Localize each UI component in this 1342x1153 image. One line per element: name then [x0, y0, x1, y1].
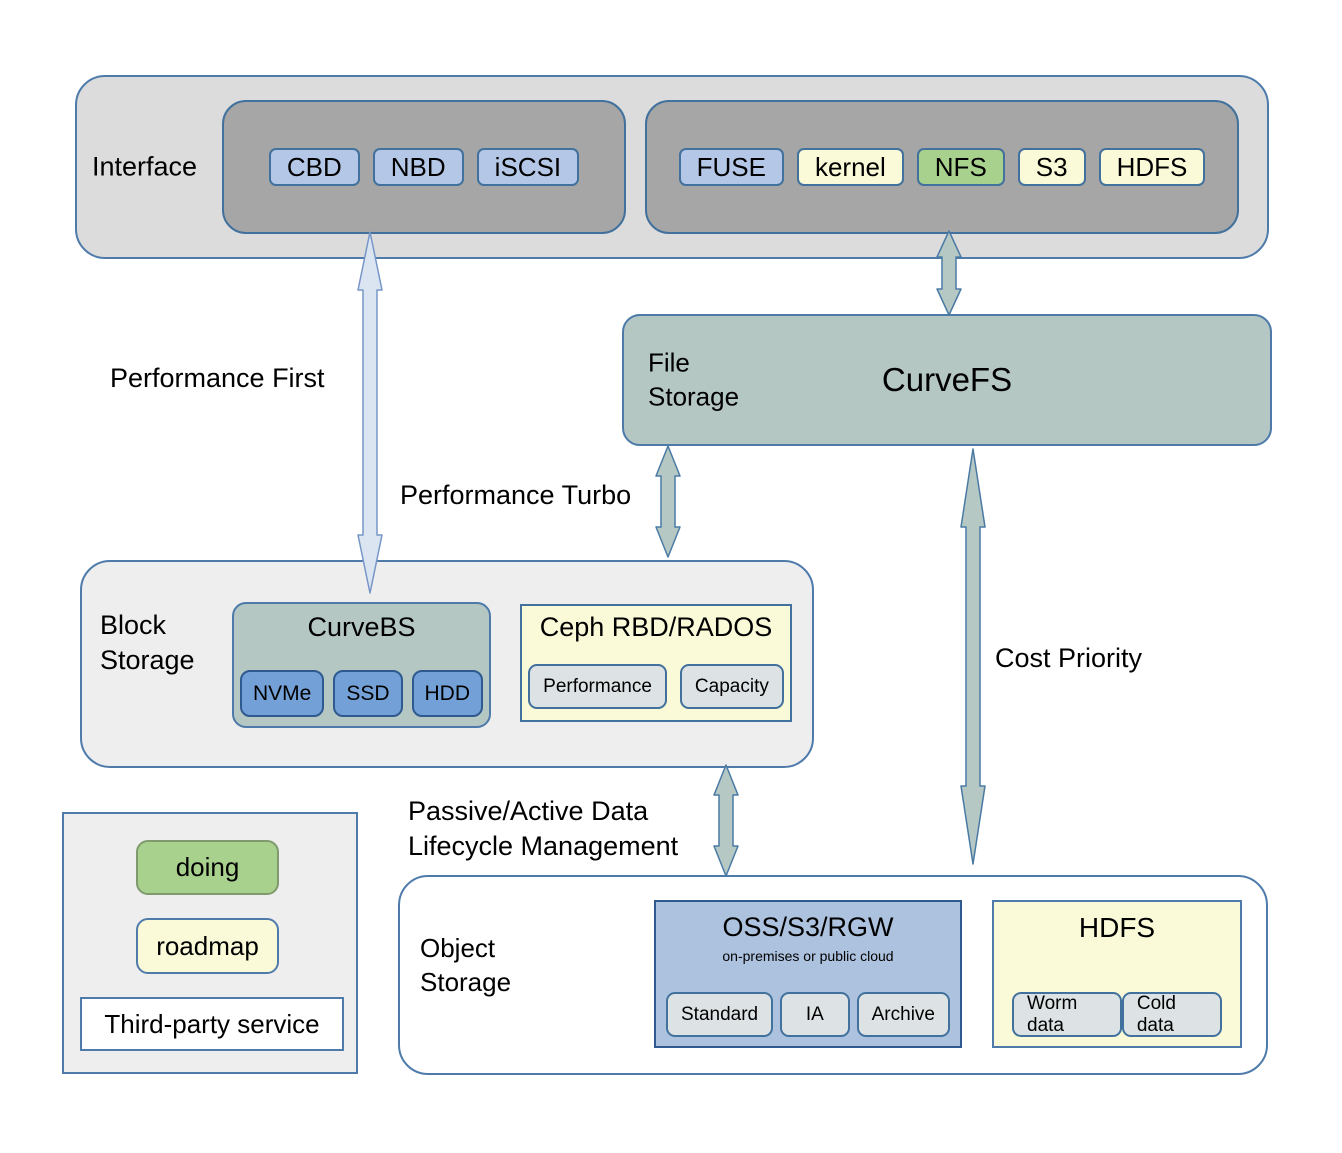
disk-node-ssd: SSD [333, 670, 403, 717]
interface-label: Interface [92, 151, 198, 182]
file-storage-label-line2: Storage [648, 382, 740, 412]
interface-node-iscsi: iSCSI [476, 148, 580, 186]
interface-node-nbd: NBD [372, 148, 464, 186]
ceph-chip-performance: Performance [528, 664, 667, 709]
block-storage-section: Block Storage CurveBS NVMe SSD HDD Ceph … [80, 560, 814, 768]
ceph-chip-row: Performance Capacity [522, 664, 790, 709]
oss-title: OSS/S3/RGW [722, 912, 894, 942]
performance-first-arrow [357, 231, 383, 594]
object-storage-label-line1: Object [420, 933, 496, 963]
curvefs-node: File Storage CurveFS [622, 314, 1272, 446]
hdfs-chip-worm-data: Worm data [1012, 992, 1122, 1037]
ceph-node: Ceph RBD/RADOS Performance Capacity [520, 604, 792, 722]
oss-node: OSS/S3/RGW on-premises or public cloud S… [654, 900, 962, 1048]
legend-third-party: Third-party service [80, 997, 344, 1051]
performance-first-label: Performance First [110, 363, 325, 393]
interface-node-kernel: kernel [796, 148, 904, 186]
interface-node-s3: S3 [1017, 148, 1086, 186]
disk-node-nvme: NVMe [239, 670, 325, 717]
interface-node-fuse: FUSE [678, 148, 784, 186]
performance-turbo-label: Performance Turbo [400, 480, 632, 510]
performance-turbo-arrow [655, 445, 681, 558]
legend-roadmap: roadmap [136, 918, 279, 974]
block-interface-group: CBD NBD iSCSI [222, 100, 626, 234]
hdfs-title: HDFS [1078, 912, 1156, 943]
block-storage-label-line1: Block [100, 610, 167, 640]
object-storage-label-line2: Storage [420, 966, 512, 997]
curvebs-title: CurveBS [307, 612, 416, 642]
oss-chip-standard: Standard [666, 992, 774, 1037]
curvebs-node: CurveBS NVMe SSD HDD [232, 602, 491, 728]
interface-node-hdfs: HDFS [1098, 148, 1206, 186]
legend: doing roadmap Third-party service [62, 812, 358, 1074]
hdfs-chip-cold-data: Cold data [1121, 992, 1222, 1037]
object-storage-section: Object Storage OSS/S3/RGW on-premises or… [398, 875, 1268, 1075]
curvebs-disk-row: NVMe SSD HDD [234, 670, 489, 717]
file-storage-label: File Storage [648, 346, 739, 415]
hdfs-chip-row: Worm data Cold data [1012, 992, 1222, 1037]
legend-doing: doing [136, 840, 279, 895]
oss-chip-row: Standard IA Archive [666, 992, 950, 1037]
interface-section: Interface CBD NBD iSCSI FUSE kernel NFS … [75, 75, 1269, 259]
object-storage-label: Object Storage [420, 932, 511, 1000]
block-storage-label-line2: Storage [100, 645, 195, 676]
hdfs-node: HDFS Worm data Cold data [992, 900, 1242, 1048]
file-storage-label-line1: File [648, 347, 690, 378]
disk-node-hdd: HDD [411, 670, 484, 717]
oss-chip-archive: Archive [856, 992, 950, 1037]
block-storage-label: Block Storage [100, 608, 195, 678]
cost-priority-label: Cost Priority [995, 643, 1143, 673]
lifecycle-label-line1: Passive/Active Data [408, 796, 649, 826]
interface-node-nfs: NFS [916, 148, 1005, 186]
ceph-chip-capacity: Capacity [679, 664, 784, 709]
lifecycle-label-line2: Lifecycle Management [408, 830, 679, 861]
file-interface-group: FUSE kernel NFS S3 HDFS [645, 100, 1239, 234]
cost-priority-arrow [960, 448, 986, 865]
interface-node-cbd: CBD [268, 148, 360, 186]
ceph-title: Ceph RBD/RADOS [539, 612, 773, 642]
lifecycle-arrow [713, 764, 739, 877]
curvefs-title: CurveFS [881, 361, 1013, 398]
oss-subtitle: on-premises or public cloud [722, 948, 894, 964]
oss-chip-ia: IA [779, 992, 850, 1037]
lifecycle-label: Passive/Active Data Lifecycle Management [408, 794, 678, 863]
